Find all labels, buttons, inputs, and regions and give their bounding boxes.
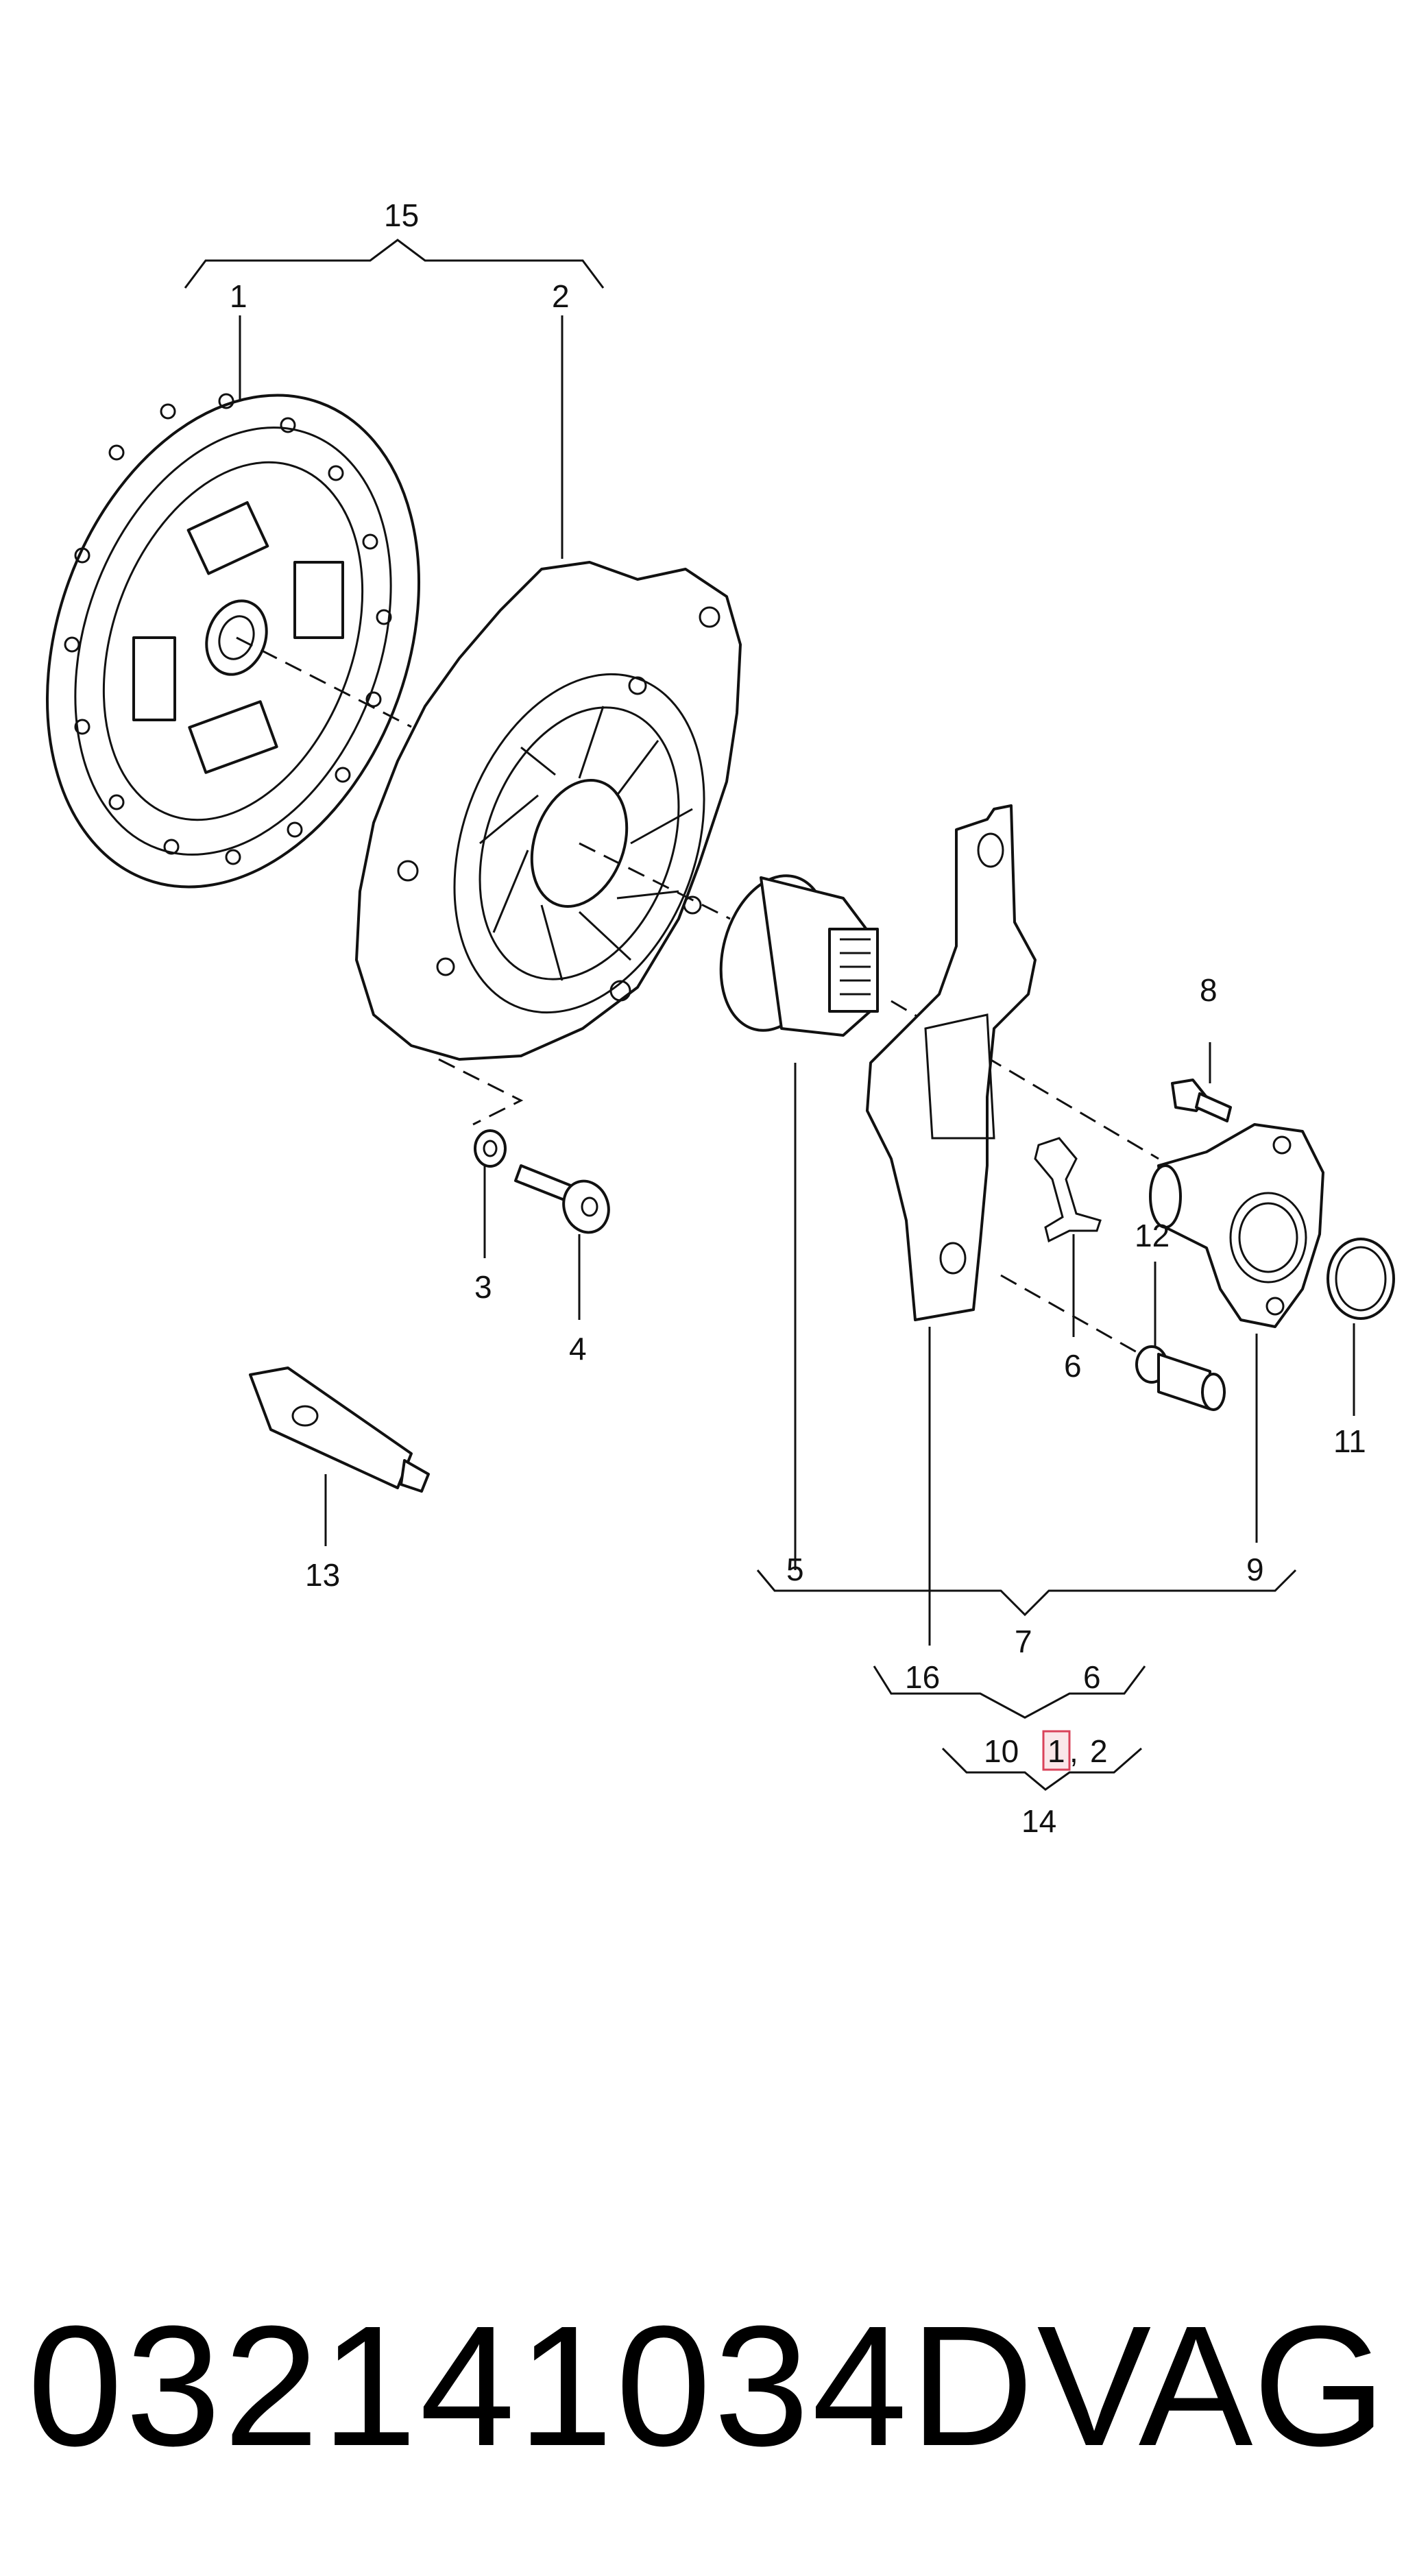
bracket-comma: , (1069, 1733, 1078, 1769)
guide-sleeve (1149, 1123, 1324, 1328)
callout-13: 13 (305, 1557, 340, 1593)
brand-name: VAG (1037, 2290, 1386, 2481)
callout-1: 1 (230, 278, 247, 314)
hex-bolt-upper (1171, 1079, 1232, 1122)
callout-labels: 15 1 2 3 4 8 12 6 11 13 5 9 7 16 6 10 1 … (230, 197, 1366, 1839)
leader-lines (239, 315, 1355, 1646)
pressure-plate (355, 561, 742, 1061)
callout-11: 11 (1333, 1423, 1366, 1459)
callout-6: 6 (1064, 1348, 1082, 1384)
part-number: 032141034D (27, 2290, 1037, 2481)
callout-15: 15 (384, 197, 419, 233)
pivot-bolt (1135, 1345, 1226, 1411)
bracket-label-1: 1 (1047, 1733, 1065, 1769)
bracket-label-5: 5 (786, 1552, 804, 1587)
release-fork (866, 804, 1037, 1321)
washer (474, 1129, 507, 1168)
callout-7: 7 (1015, 1624, 1032, 1659)
retaining-clip (1034, 1137, 1102, 1243)
callout-8: 8 (1200, 972, 1218, 1008)
clutch-disc (46, 393, 420, 889)
footer: 032141034D VAG (0, 2283, 1417, 2489)
bracket-label-9: 9 (1246, 1552, 1264, 1587)
release-bearing (719, 874, 879, 1037)
callout-3: 3 (474, 1269, 492, 1305)
bracket-label-2: 2 (1090, 1733, 1108, 1769)
callout-4: 4 (569, 1331, 587, 1367)
grouping-brackets (184, 239, 1297, 1791)
callout-12: 12 (1135, 1218, 1170, 1253)
highlight-marker (1042, 1730, 1071, 1771)
bracket-label-6: 6 (1083, 1659, 1101, 1695)
grease-tube (249, 1367, 430, 1493)
o-ring (1327, 1238, 1395, 1320)
socket-head-bolt (514, 1164, 610, 1234)
callout-14: 14 (1021, 1803, 1056, 1839)
bracket-label-10: 10 (984, 1733, 1019, 1769)
callout-2: 2 (552, 278, 570, 314)
bracket-label-16: 16 (905, 1659, 940, 1695)
